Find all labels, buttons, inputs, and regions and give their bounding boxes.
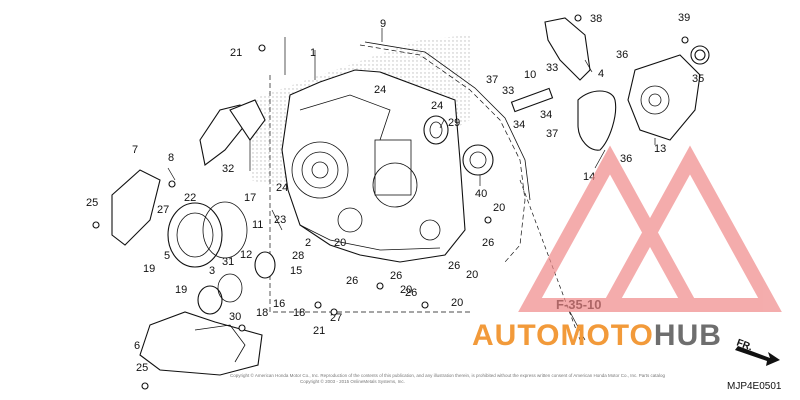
callout-25b: 25 xyxy=(136,362,148,374)
gasket xyxy=(364,41,531,201)
bearing xyxy=(462,144,494,176)
callout-24c: 24 xyxy=(276,182,288,194)
callout-3: 3 xyxy=(209,265,215,277)
direction-label: FR. xyxy=(735,337,754,353)
callout-27a: 27 xyxy=(157,204,169,216)
watermark-brand-part2: HUB xyxy=(654,319,722,352)
callout-26e: 26 xyxy=(482,237,494,249)
callout-26a: 26 xyxy=(346,275,358,287)
callout-9: 9 xyxy=(380,18,386,30)
o-ring-gasket xyxy=(577,90,617,151)
watermark-logo xyxy=(518,145,782,312)
watermark-text: AUTOMOTOHUB xyxy=(472,319,722,352)
callout-39: 39 xyxy=(678,12,690,24)
assembly-frame xyxy=(269,75,470,313)
water-pump xyxy=(627,45,710,141)
bolts xyxy=(92,14,689,390)
callout-37b: 37 xyxy=(546,128,558,140)
callout-26c: 26 xyxy=(448,260,460,272)
callout-37a: 37 xyxy=(486,74,498,86)
callout-31: 31 xyxy=(222,256,234,268)
callout-22: 22 xyxy=(184,192,196,204)
callout-20a: 20 xyxy=(334,237,346,249)
callout-17: 17 xyxy=(244,192,256,204)
callout-28: 28 xyxy=(292,250,304,262)
callout-20b: 20 xyxy=(493,202,505,214)
callout-30: 30 xyxy=(229,311,241,323)
callout-16: 16 xyxy=(273,298,285,310)
callout-34a: 34 xyxy=(513,119,525,131)
callout-23: 23 xyxy=(274,214,286,226)
callout-6: 6 xyxy=(134,340,140,352)
callout-2: 2 xyxy=(305,237,311,249)
copyright-line-2: Copyright © 2003 - 2015 OnlineMetals Sys… xyxy=(300,378,405,384)
spring xyxy=(510,87,554,113)
oil-seal xyxy=(423,115,449,145)
callout-18b: 18 xyxy=(293,307,305,319)
callout-40: 40 xyxy=(475,188,487,200)
callout-36a: 36 xyxy=(616,49,628,61)
callout-19a: 19 xyxy=(175,284,187,296)
callout-21a: 21 xyxy=(230,47,242,59)
left-components xyxy=(111,99,276,376)
callout-7: 7 xyxy=(132,144,138,156)
part-callouts: 1 2 3 4 5 6 7 8 9 10 11 12 13 14 15 16 1… xyxy=(86,12,704,374)
callout-13: 13 xyxy=(654,143,666,155)
callout-11: 11 xyxy=(252,219,263,231)
callout-21b: 21 xyxy=(313,325,325,337)
bracket xyxy=(544,17,591,81)
callout-15: 15 xyxy=(290,265,302,277)
diagram-code: MJP4E0501 xyxy=(727,381,782,392)
front-direction-arrow: FR. xyxy=(735,337,780,366)
callout-26d: 26 xyxy=(405,287,417,299)
callout-38: 38 xyxy=(590,13,602,25)
watermark-brand-part1: AUTOMOTO xyxy=(472,319,654,352)
copyright-line-1: Copyright © American Honda Motor Co., In… xyxy=(230,372,666,378)
callout-4: 4 xyxy=(598,68,604,80)
callout-1: 1 xyxy=(310,47,316,59)
callout-26b: 26 xyxy=(390,270,402,282)
callout-35: 35 xyxy=(692,73,704,85)
callout-19b: 19 xyxy=(143,263,155,275)
callout-33a: 33 xyxy=(502,85,514,97)
callout-34b: 34 xyxy=(540,109,552,121)
callout-36b: 36 xyxy=(620,153,632,165)
callout-20d: 20 xyxy=(400,284,412,296)
callout-10: 10 xyxy=(524,69,536,81)
callout-12: 12 xyxy=(240,249,252,261)
crankcase-cover xyxy=(281,69,466,263)
callout-32: 32 xyxy=(222,163,234,175)
callout-20e: 20 xyxy=(451,297,463,309)
gasket-outline xyxy=(359,44,526,263)
callout-25a: 25 xyxy=(86,197,98,209)
callout-24a: 24 xyxy=(374,84,386,96)
callout-24b: 24 xyxy=(431,100,443,112)
callout-29: 29 xyxy=(448,117,460,129)
callout-33b: 33 xyxy=(546,62,558,74)
callout-18a: 18 xyxy=(256,307,268,319)
callout-5: 5 xyxy=(164,250,170,262)
callout-8: 8 xyxy=(168,152,174,164)
callout-20c: 20 xyxy=(466,269,478,281)
